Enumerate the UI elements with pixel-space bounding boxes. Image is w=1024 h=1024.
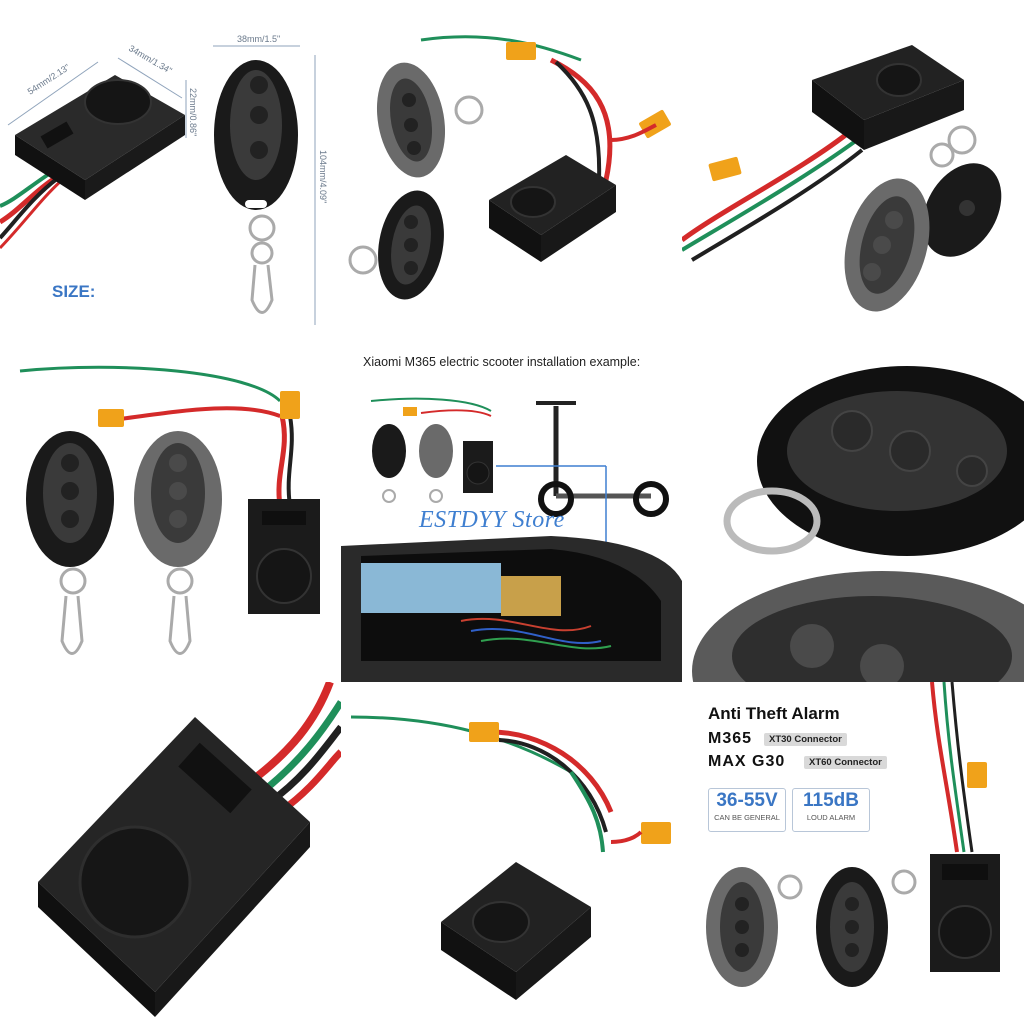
voltage-spec: 36-55V CAN BE GENERAL [708,788,786,832]
alarm-box-graphic [350,715,671,1000]
model-max-g30: MAX G30 [708,753,786,770]
installation-caption: Xiaomi M365 electric scooter installatio… [363,355,641,369]
product-photo-graphic [348,35,671,300]
product-photo-box-remotes [682,0,1024,341]
product-photo-remotes-box [341,0,682,341]
alarm-box-connectors [341,682,682,1024]
installation-example-panel: Xiaomi M365 electric scooter installatio… [341,341,682,682]
size-diagram-graphic: 54mm/2.13" 34mm/1.34" 22mm/0.86" 38mm/1.… [0,34,328,325]
volume-spec: 115dB LOUD ALARM [792,788,870,832]
volume-value: 115dB [803,790,859,811]
size-label: SIZE: [52,282,96,301]
dim-length: 54mm/2.13" [26,62,72,97]
size-diagram-panel: 54mm/2.13" 34mm/1.34" 22mm/0.86" 38mm/1.… [0,0,341,341]
connector-xt60-tag: XT60 Connector [804,756,887,769]
model-m365: M365 [708,730,753,747]
product-photo-graphic [682,45,1002,312]
product-ad-graphic [706,682,1000,987]
remote-closeup-panel [682,341,1024,682]
connector-xt30-tag: XT30 Connector [764,733,847,746]
volume-caption: LOUD ALARM [806,813,856,822]
product-photo-front [0,341,341,682]
voltage-value: 36-55V [716,790,778,811]
dim-remote-width: 38mm/1.5" [237,34,280,44]
store-watermark: ESTDYY Store [419,507,565,533]
product-ad-panel: Anti Theft Alarm M365 XT30 Connector MAX… [682,682,1024,1024]
dim-width: 34mm/1.34" [127,43,174,76]
dim-height: 22mm/0.86" [188,88,198,136]
voltage-caption: CAN BE GENERAL [714,813,780,822]
installation-graphic [341,397,682,682]
alarm-box-closeup [0,682,341,1024]
dim-remote-length: 104mm/4.09" [318,150,328,203]
ad-title: Anti Theft Alarm [708,704,840,723]
remote-closeup-graphic [692,366,1024,682]
product-photo-graphic [19,365,320,655]
alarm-box-graphic [38,682,341,1017]
